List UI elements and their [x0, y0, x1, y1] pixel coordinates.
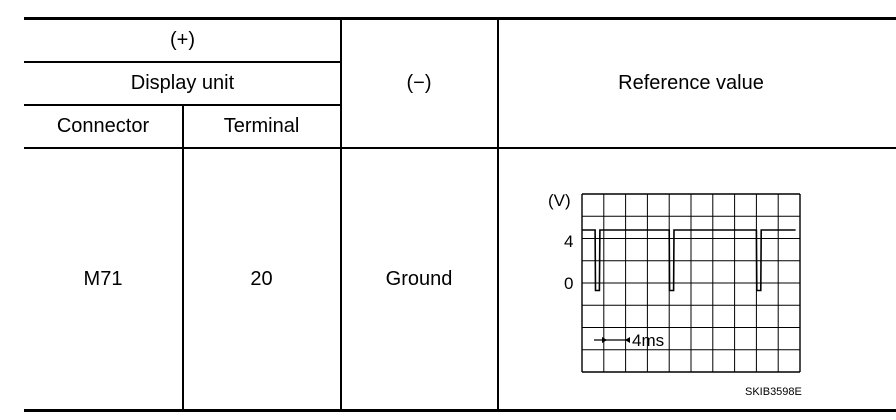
reference-waveform: (V) 4 0 4ms — [548, 191, 801, 373]
cell-terminal: 20 — [250, 267, 273, 290]
rule-plus-bottom — [24, 61, 341, 63]
waveform-trace — [582, 229, 796, 292]
col-divider-minus-reference — [497, 18, 499, 410]
header-connector: Connector — [56, 114, 150, 137]
header-display-unit: Display unit — [130, 71, 235, 94]
y-tick-4: 4 — [564, 232, 573, 251]
time-scale-marker: 4ms — [594, 331, 664, 350]
time-scale-label: 4ms — [632, 331, 664, 350]
header-reference-value: Reference value — [618, 72, 764, 94]
y-tick-0: 0 — [564, 274, 573, 293]
header-bottom-rule — [24, 147, 896, 149]
waveform-grid — [581, 193, 801, 373]
cell-connector: M71 — [83, 267, 123, 290]
header-plus: (+) — [170, 29, 195, 51]
col-divider-connector-terminal — [182, 105, 184, 410]
header-terminal: Terminal — [223, 114, 300, 137]
y-axis-unit: (V) — [548, 191, 571, 210]
figure-code: SKIB3598E — [745, 386, 802, 398]
rule-display-unit-bottom — [24, 104, 341, 106]
header-minus: (−) — [406, 72, 432, 94]
cell-ground: Ground — [385, 267, 453, 290]
bottom-rule — [24, 409, 896, 412]
top-rule — [24, 17, 896, 20]
col-divider-plus-minus — [340, 18, 342, 410]
